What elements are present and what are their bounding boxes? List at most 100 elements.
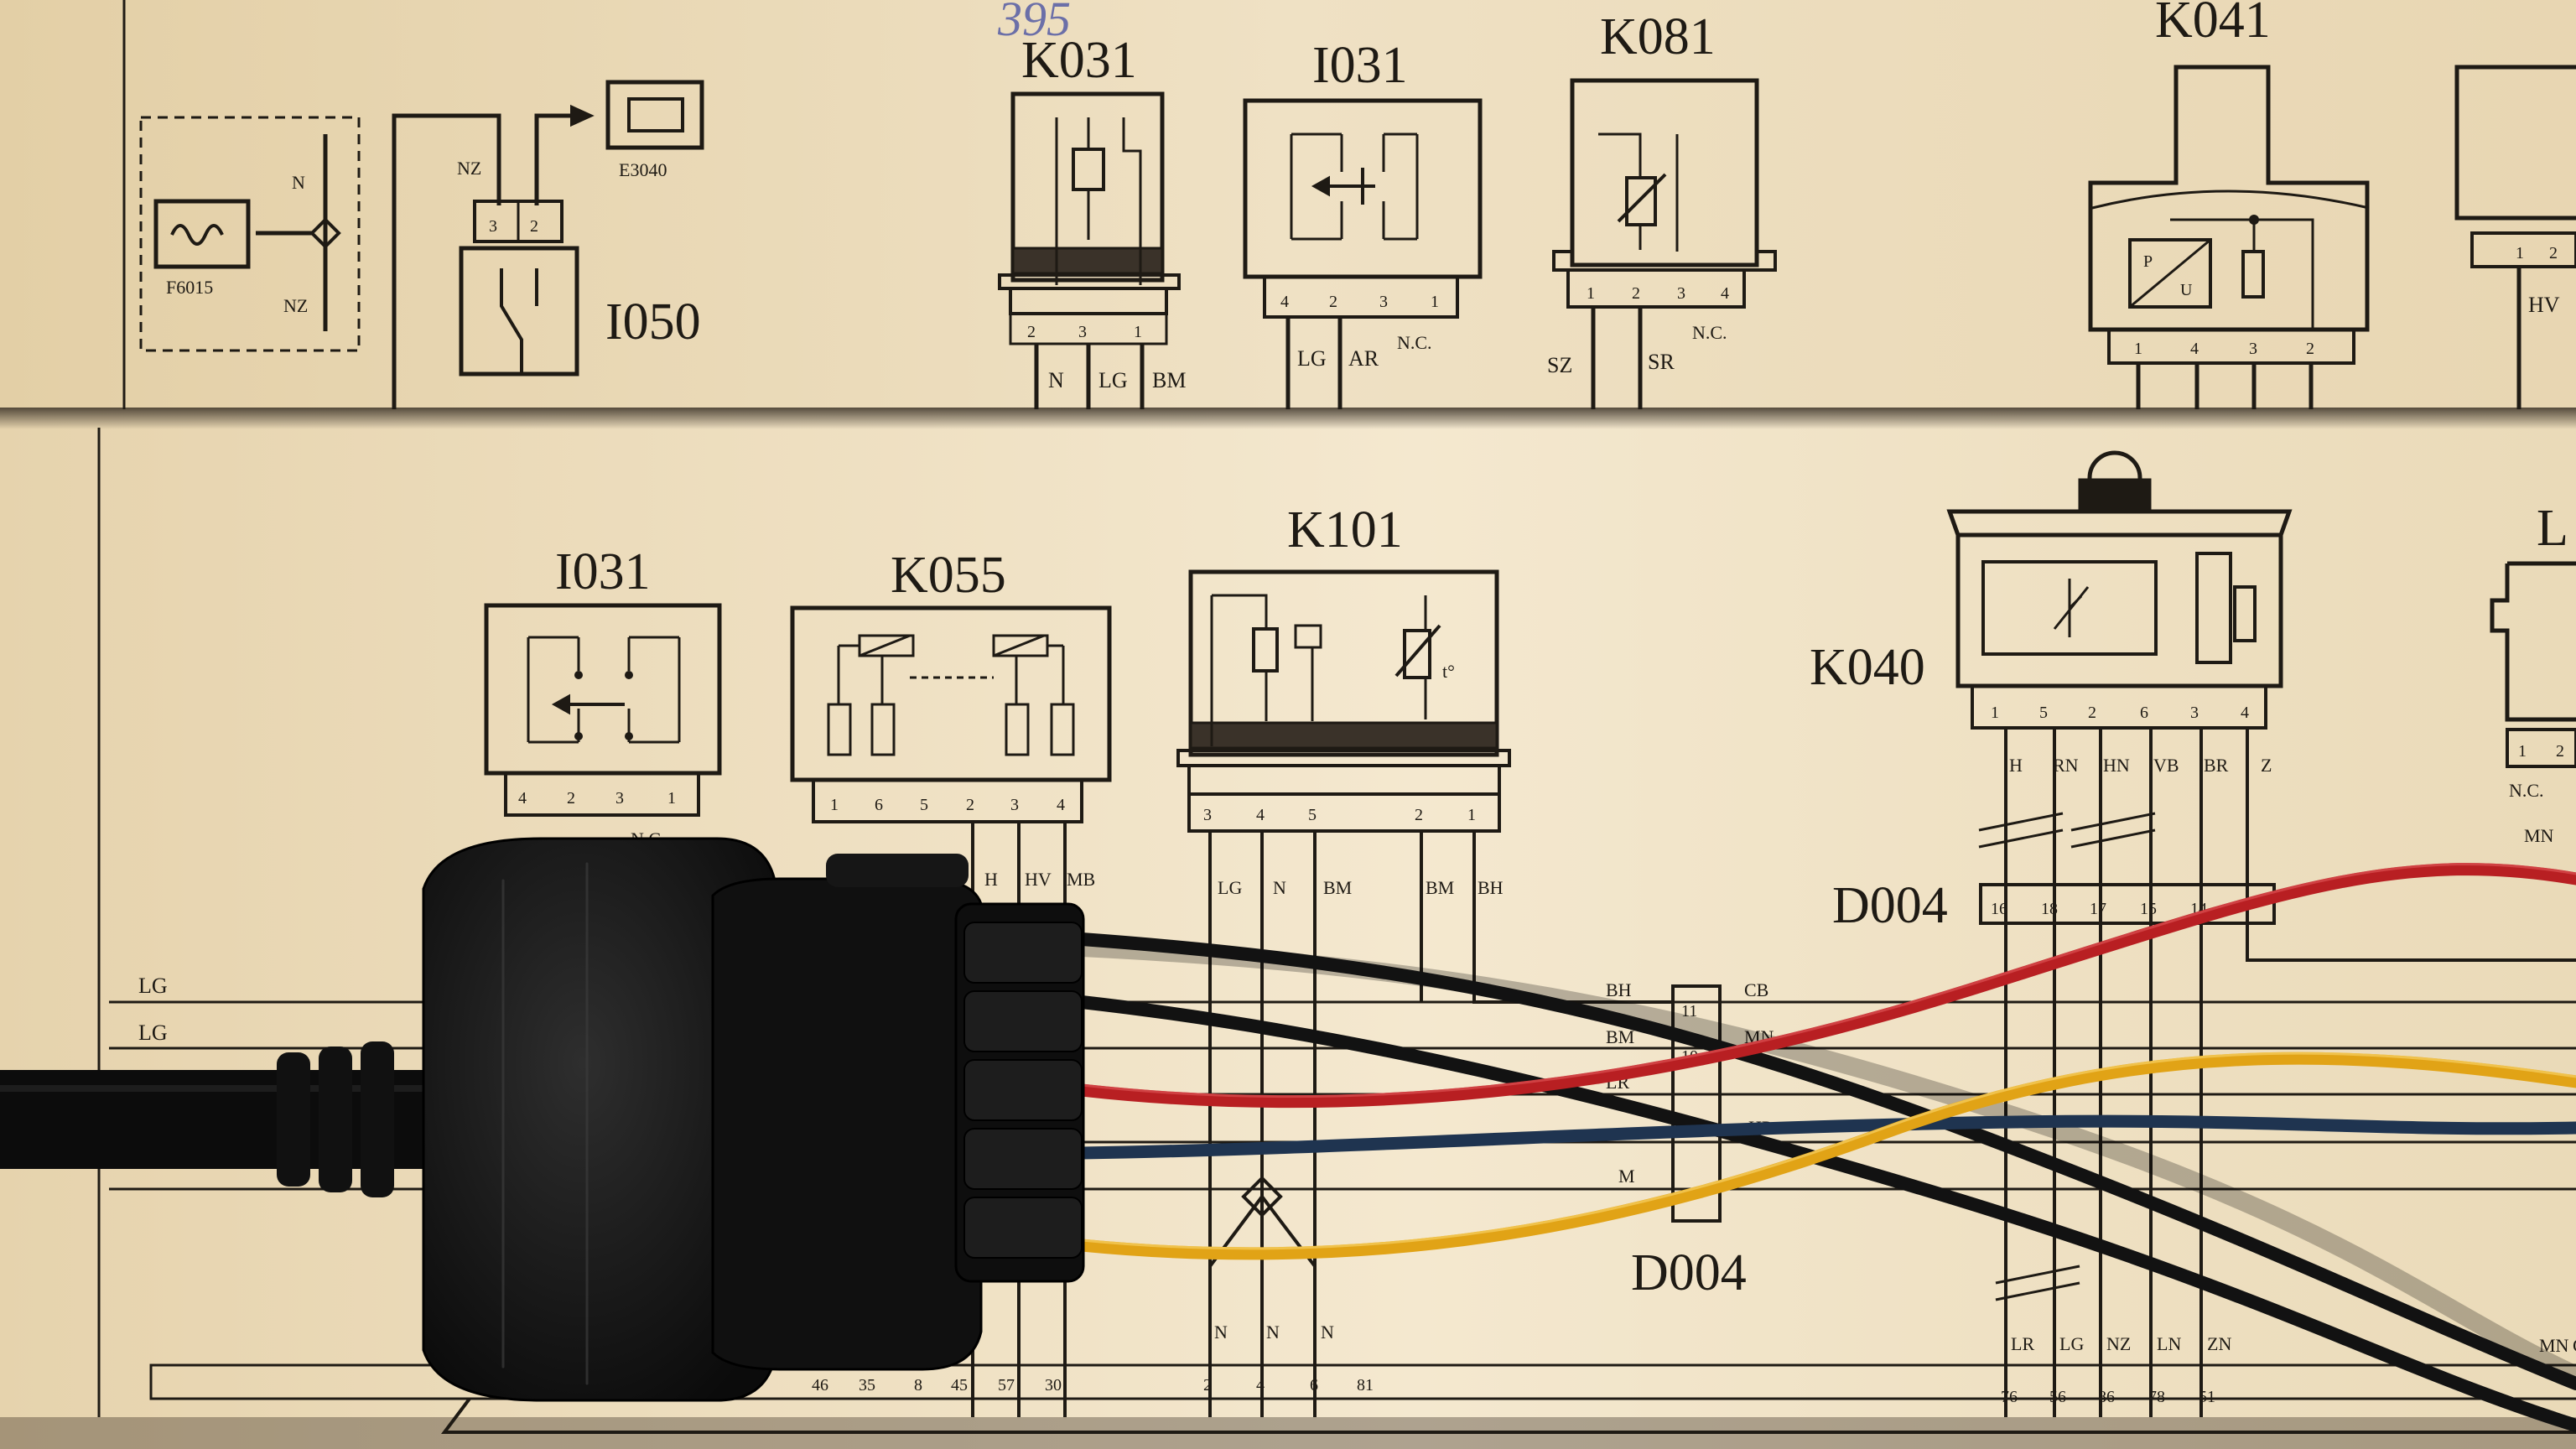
- k040-wire-h: H: [2009, 755, 2023, 776]
- sheet-fold-shadow: [0, 408, 2576, 429]
- k041-p: P: [2143, 252, 2153, 271]
- k040-wire-rn: RN: [2053, 755, 2079, 776]
- k040-label: K040: [1810, 639, 1925, 696]
- ecu-pin-4: 4: [1256, 1376, 1265, 1394]
- k031-pin-1: 1: [1134, 323, 1142, 341]
- k101-pin-2: 2: [1415, 806, 1423, 824]
- left-wire-lg-2: LG: [138, 1021, 168, 1045]
- i031-bottom-pin-4: 4: [518, 789, 527, 808]
- ecu-pin-76: 76: [2001, 1388, 2018, 1406]
- ecu-pin-51: 51: [2199, 1388, 2215, 1406]
- k101-label: K101: [1287, 501, 1403, 558]
- k031-pin-3: 3: [1078, 323, 1087, 341]
- right-edge-cb: CB: [2573, 1335, 2576, 1356]
- k040-wire-z: Z: [2261, 755, 2272, 776]
- k101-wire-lg: LG: [1218, 877, 1242, 898]
- i031-top-pin-2: 2: [1329, 293, 1337, 311]
- k041-pin-3: 3: [2249, 340, 2257, 358]
- ecu-pin-56: 56: [2049, 1388, 2066, 1406]
- d004-pin-15: 15: [2140, 900, 2157, 918]
- ecu-pin-2: 2: [1203, 1376, 1212, 1394]
- wire-harness: [0, 837, 2576, 1432]
- ecu-pin-30: 30: [1045, 1376, 1062, 1394]
- d004-pin-18: 18: [2041, 900, 2058, 918]
- ecu-pin-81: 81: [1357, 1376, 1374, 1394]
- handwritten-note: 395: [997, 0, 1071, 46]
- k055-wire-mb: MB: [1067, 869, 1095, 890]
- d004-pin-17: 17: [2090, 900, 2106, 918]
- k031-wire-n: N: [1048, 368, 1064, 392]
- i031-top-pin-1: 1: [1431, 293, 1439, 311]
- k101-wire-bh: BH: [1478, 877, 1504, 898]
- ecu-pin-45: 45: [951, 1376, 968, 1394]
- i031-top-nc: N.C.: [1397, 332, 1432, 353]
- bottom-wire-n-3: N: [1321, 1322, 1334, 1343]
- k081-wire-sz: SZ: [1547, 353, 1572, 377]
- k055-pin-2: 2: [966, 796, 974, 814]
- right-edge-nc: N.C.: [2509, 780, 2544, 801]
- bottom-wire-n-2: N: [1266, 1322, 1280, 1343]
- wire-label-nz-i050: NZ: [457, 158, 481, 179]
- k081-wire-sr: SR: [1648, 350, 1675, 374]
- bottom-wire-lr: LR: [2011, 1333, 2034, 1354]
- red-wire: [1075, 863, 2576, 1109]
- k055-wire-hv: HV: [1025, 869, 1052, 890]
- d004-lower-label: D004: [1631, 1244, 1747, 1301]
- right-edge-pin-1: 1: [2518, 742, 2527, 761]
- k101-wire-bm: BM: [1323, 877, 1352, 898]
- k101-pin-1: 1: [1467, 806, 1476, 824]
- k081-pin-4: 4: [1721, 284, 1729, 303]
- right-edge-mn-2: MN: [2539, 1335, 2569, 1356]
- lamp-icon: [153, 199, 251, 269]
- k041-pin-2: 2: [2306, 340, 2314, 358]
- ecu-pin-78: 78: [2148, 1388, 2165, 1406]
- i031-top-pin-3: 3: [1379, 293, 1388, 311]
- d004-lower-pin-11: 11: [1681, 1002, 1697, 1021]
- k101-pin-3: 3: [1203, 806, 1212, 824]
- bottom-wire-n-1: N: [1214, 1322, 1228, 1343]
- k101-pin-4: 4: [1256, 806, 1265, 824]
- k031-wire-bm: BM: [1152, 368, 1186, 392]
- i031-bottom-pin-3: 3: [615, 789, 624, 808]
- black-wire-1: [1075, 932, 2576, 1390]
- left-wire-lg-1: LG: [138, 974, 168, 998]
- edge-pin-2: 2: [2549, 244, 2558, 262]
- right-edge-mn: MN: [2524, 825, 2554, 846]
- k040-pin-3: 3: [2190, 704, 2199, 722]
- k055-pin-6: 6: [875, 796, 883, 814]
- k101-pin-5: 5: [1308, 806, 1317, 824]
- k081-label: K081: [1600, 8, 1716, 65]
- bottom-wire-nz: NZ: [2106, 1333, 2131, 1354]
- k055-pin-3: 3: [1010, 796, 1019, 814]
- right-edge-label: L: [2537, 500, 2568, 557]
- k040-wire-br: BR: [2204, 755, 2229, 776]
- k031-wire-lg: LG: [1098, 368, 1128, 392]
- k040-pin-2: 2: [2088, 704, 2096, 722]
- d004-wire-cb: CB: [1744, 979, 1768, 1000]
- wire-label-nz: NZ: [283, 295, 308, 316]
- k040-pin-5: 5: [2039, 704, 2048, 722]
- k081-nc: N.C.: [1692, 322, 1727, 343]
- k081-pin-3: 3: [1677, 284, 1685, 303]
- bottom-wire-lg: LG: [2059, 1333, 2084, 1354]
- i031-top-label: I031: [1312, 37, 1408, 94]
- i031-bottom-label: I031: [555, 543, 651, 600]
- d004-wire-m: M: [1618, 1166, 1635, 1187]
- k101-wire-n: N: [1273, 877, 1286, 898]
- i031-bottom-pin-2: 2: [567, 789, 575, 808]
- i031-top-wire-ar: AR: [1348, 346, 1379, 371]
- d004-upper-label: D004: [1832, 877, 1948, 934]
- ecu-pin-86: 86: [2098, 1388, 2115, 1406]
- k041-label: K041: [2155, 0, 2271, 49]
- d004-wire-bm: BM: [1606, 1026, 1634, 1047]
- f6015-label: F6015: [166, 277, 213, 298]
- bottom-wire-zn: ZN: [2207, 1333, 2231, 1354]
- upper-wiring-diagram: 395 F6015 N NZ NZ 3 2 I050 E3040 K031: [122, 0, 2576, 409]
- yellow-wire: [1075, 1052, 2576, 1260]
- ecu-pin-6: 6: [1310, 1376, 1318, 1394]
- k055-pin-1: 1: [830, 796, 839, 814]
- i031-top-pin-4: 4: [1280, 293, 1289, 311]
- k055-wire-h: H: [984, 869, 998, 890]
- i050-pin-2: 2: [530, 217, 538, 236]
- i031-bottom-pin-1: 1: [667, 789, 676, 808]
